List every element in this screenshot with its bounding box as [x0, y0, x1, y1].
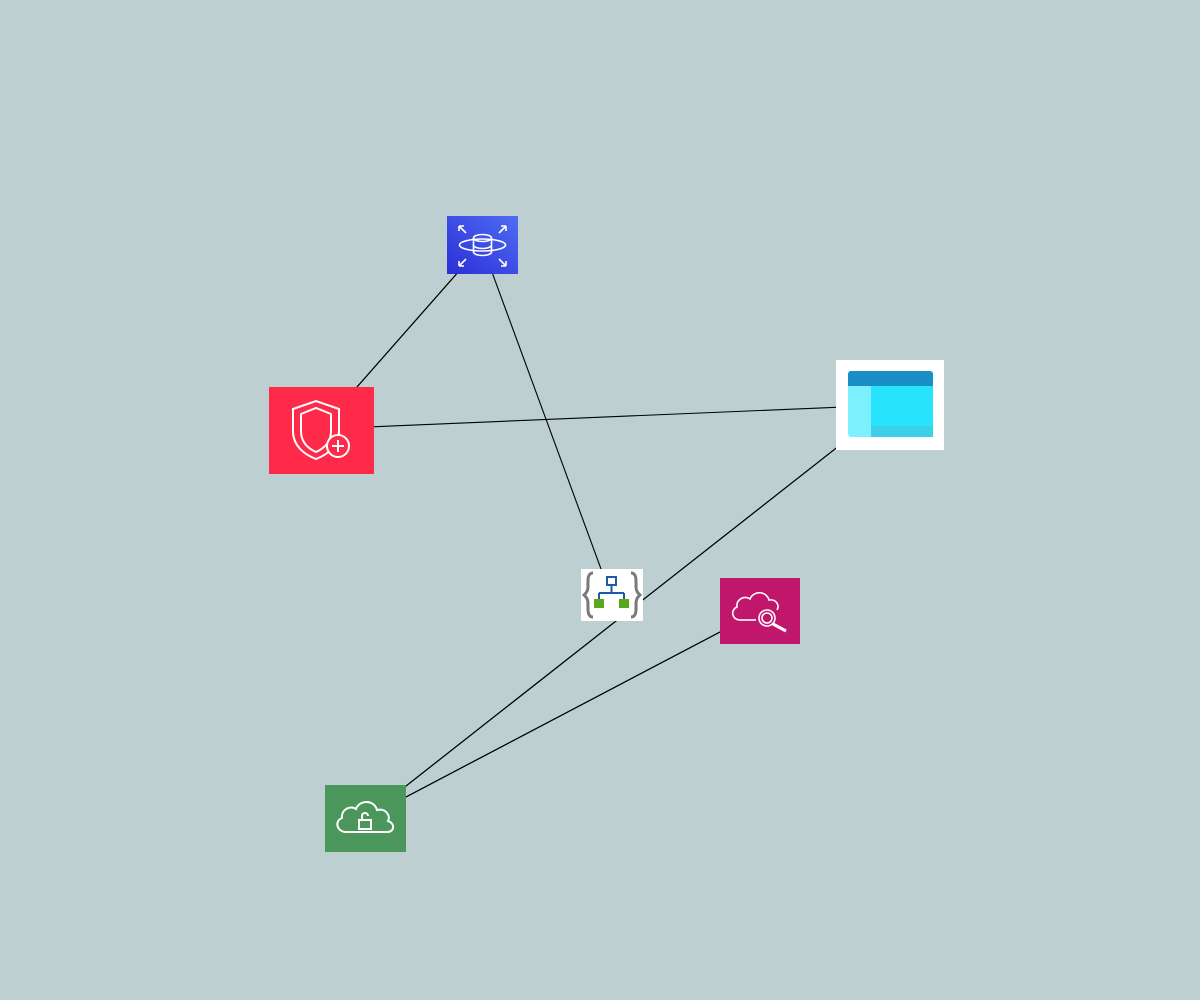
cloud-search-node[interactable]: [720, 578, 800, 644]
edge-logic-to-database: [480, 244, 609, 589]
edge-cloud-lock-to-cloud-search: [363, 610, 761, 820]
shield-plus-node[interactable]: [269, 387, 374, 474]
cloud-search-icon: [720, 578, 800, 644]
cloud-lock-icon: [325, 785, 406, 852]
cloud-lock-node[interactable]: [325, 785, 406, 852]
database-scaling-icon: [447, 216, 518, 274]
logic-app-node[interactable]: [581, 569, 643, 621]
shield-plus-icon: [269, 387, 374, 474]
edge-cloud-search-to-cloud-lock: [363, 610, 761, 820]
app-window-icon: [836, 360, 944, 450]
app-window-node[interactable]: [836, 360, 944, 450]
database-scaling-node[interactable]: [447, 216, 518, 274]
edge-shield-to-window: [319, 400, 892, 430]
logic-app-icon: [581, 569, 643, 621]
